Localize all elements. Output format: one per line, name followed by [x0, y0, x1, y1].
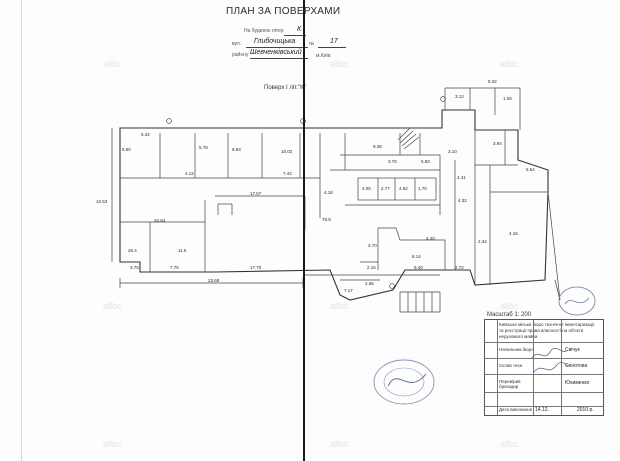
watermark: allbc — [500, 301, 519, 311]
floor-caption: Поверх І літ."К" — [264, 85, 306, 91]
dimension-label: 2.15 — [367, 265, 376, 270]
dimension-label: 3.70 — [368, 243, 377, 248]
building-letter-label: На будинок літер — [244, 28, 284, 34]
room-area: 4.82 — [399, 186, 408, 191]
dimension-label: 3.75 — [130, 265, 139, 270]
district-label: району — [232, 52, 249, 58]
room-area: 8.60 — [122, 147, 131, 152]
room-area: 7.17 — [344, 288, 353, 293]
room-area: 4.32 — [458, 198, 467, 203]
building-letter-value: К — [297, 26, 302, 33]
scan-seam — [303, 0, 305, 461]
room-area: 4.41 — [457, 175, 466, 180]
room-area: 4.12 — [185, 171, 194, 176]
bureau-name-line-3: нерухомого майна — [499, 334, 538, 339]
room-area: 5.54 — [526, 167, 535, 172]
scale-label: Масштаб 1: 200 — [487, 312, 532, 318]
bureau-name-line-2: та реєстрації права власності на об'єкти — [499, 328, 584, 333]
watermark: allbc — [330, 59, 349, 69]
room-area: 3.94 — [493, 141, 502, 146]
bureau-name-line-1: Київське міське бюро технічної інвентари… — [499, 322, 595, 327]
name-drafter: Сенотова — [565, 363, 588, 369]
signature-head — [531, 347, 569, 359]
house-number-label: № — [309, 41, 315, 47]
watermark: allbc — [330, 439, 349, 449]
dimension-label: 9.40 — [414, 265, 423, 270]
street-value: Глибочицька — [254, 38, 296, 45]
date-year: 2010 р. — [577, 407, 594, 413]
room-area: 3.70 — [388, 159, 397, 164]
room-area: 34.64 — [154, 218, 166, 223]
watermark: allbc — [500, 439, 519, 449]
inventory-stamp-mark — [558, 286, 596, 316]
room-area: 5.78 — [199, 145, 208, 150]
room-area: 2.77 — [381, 186, 390, 191]
room-area: 78.8 — [322, 217, 331, 222]
date-day: 14.12. — [535, 407, 549, 413]
room-area: 3.12 — [455, 94, 464, 99]
room-area: 10.02 — [281, 149, 293, 154]
dimension-label: 4.18 — [324, 190, 333, 195]
dimension-label: 2.72 — [455, 265, 464, 270]
house-number-value: 17 — [330, 38, 338, 45]
role-drafter: Склав техн. — [499, 363, 524, 368]
street-prefix: вул. — [232, 41, 242, 47]
document-title: ПЛАН ЗА ПОВЕРХАМИ — [226, 6, 341, 17]
district-value: Шевченківський — [250, 49, 302, 56]
dimension-label: 12.63 — [96, 199, 108, 204]
dimension-label: 23.68 — [208, 278, 220, 283]
room-area: 1.05 — [503, 96, 512, 101]
room-area: 9.38 — [373, 144, 382, 149]
room-area: 8.14 — [412, 254, 421, 259]
room-area: 7.44 — [283, 171, 292, 176]
city-value: м.Київ — [316, 53, 331, 59]
dimension-label: 7.75 — [170, 265, 179, 270]
title-block: Київське міське бюро технічної інвентари… — [484, 319, 604, 416]
date-label: Дата виконання — [499, 407, 533, 412]
room-area: 2.34 — [478, 239, 487, 244]
dimension-label: 3.10 — [448, 149, 457, 154]
room-area: 5.83 — [421, 159, 430, 164]
watermark: allbc — [103, 59, 122, 69]
room-area: 11.5 — [178, 248, 187, 253]
round-seal — [373, 359, 435, 405]
watermark: allbc — [103, 439, 122, 449]
room-area: 26.4 — [128, 248, 137, 253]
name-head: Свічук — [565, 347, 580, 353]
room-area: 2.65 — [365, 281, 374, 286]
room-area: 1.70 — [418, 186, 427, 191]
signature-drafter — [533, 361, 571, 373]
role-head: Начальник бюро — [499, 347, 534, 352]
room-area: 5.42 — [141, 132, 150, 137]
room-area: 4.05 — [362, 186, 371, 191]
room-area: 9.83 — [232, 147, 241, 152]
dimension-label: 4.30 — [426, 236, 435, 241]
dimension-label: 17.70 — [250, 265, 262, 270]
name-checker: Юхименко — [565, 380, 590, 386]
room-area: 4.15 — [509, 231, 518, 236]
watermark: allbc — [103, 301, 122, 311]
watermark: allbc — [330, 301, 349, 311]
page-margin-line — [21, 0, 22, 461]
room-area: 17.67 — [250, 191, 262, 196]
watermark: allbc — [500, 59, 519, 69]
role-checker: Перевірив бригадир — [499, 379, 521, 389]
dimension-label: 9.32 — [488, 79, 497, 84]
